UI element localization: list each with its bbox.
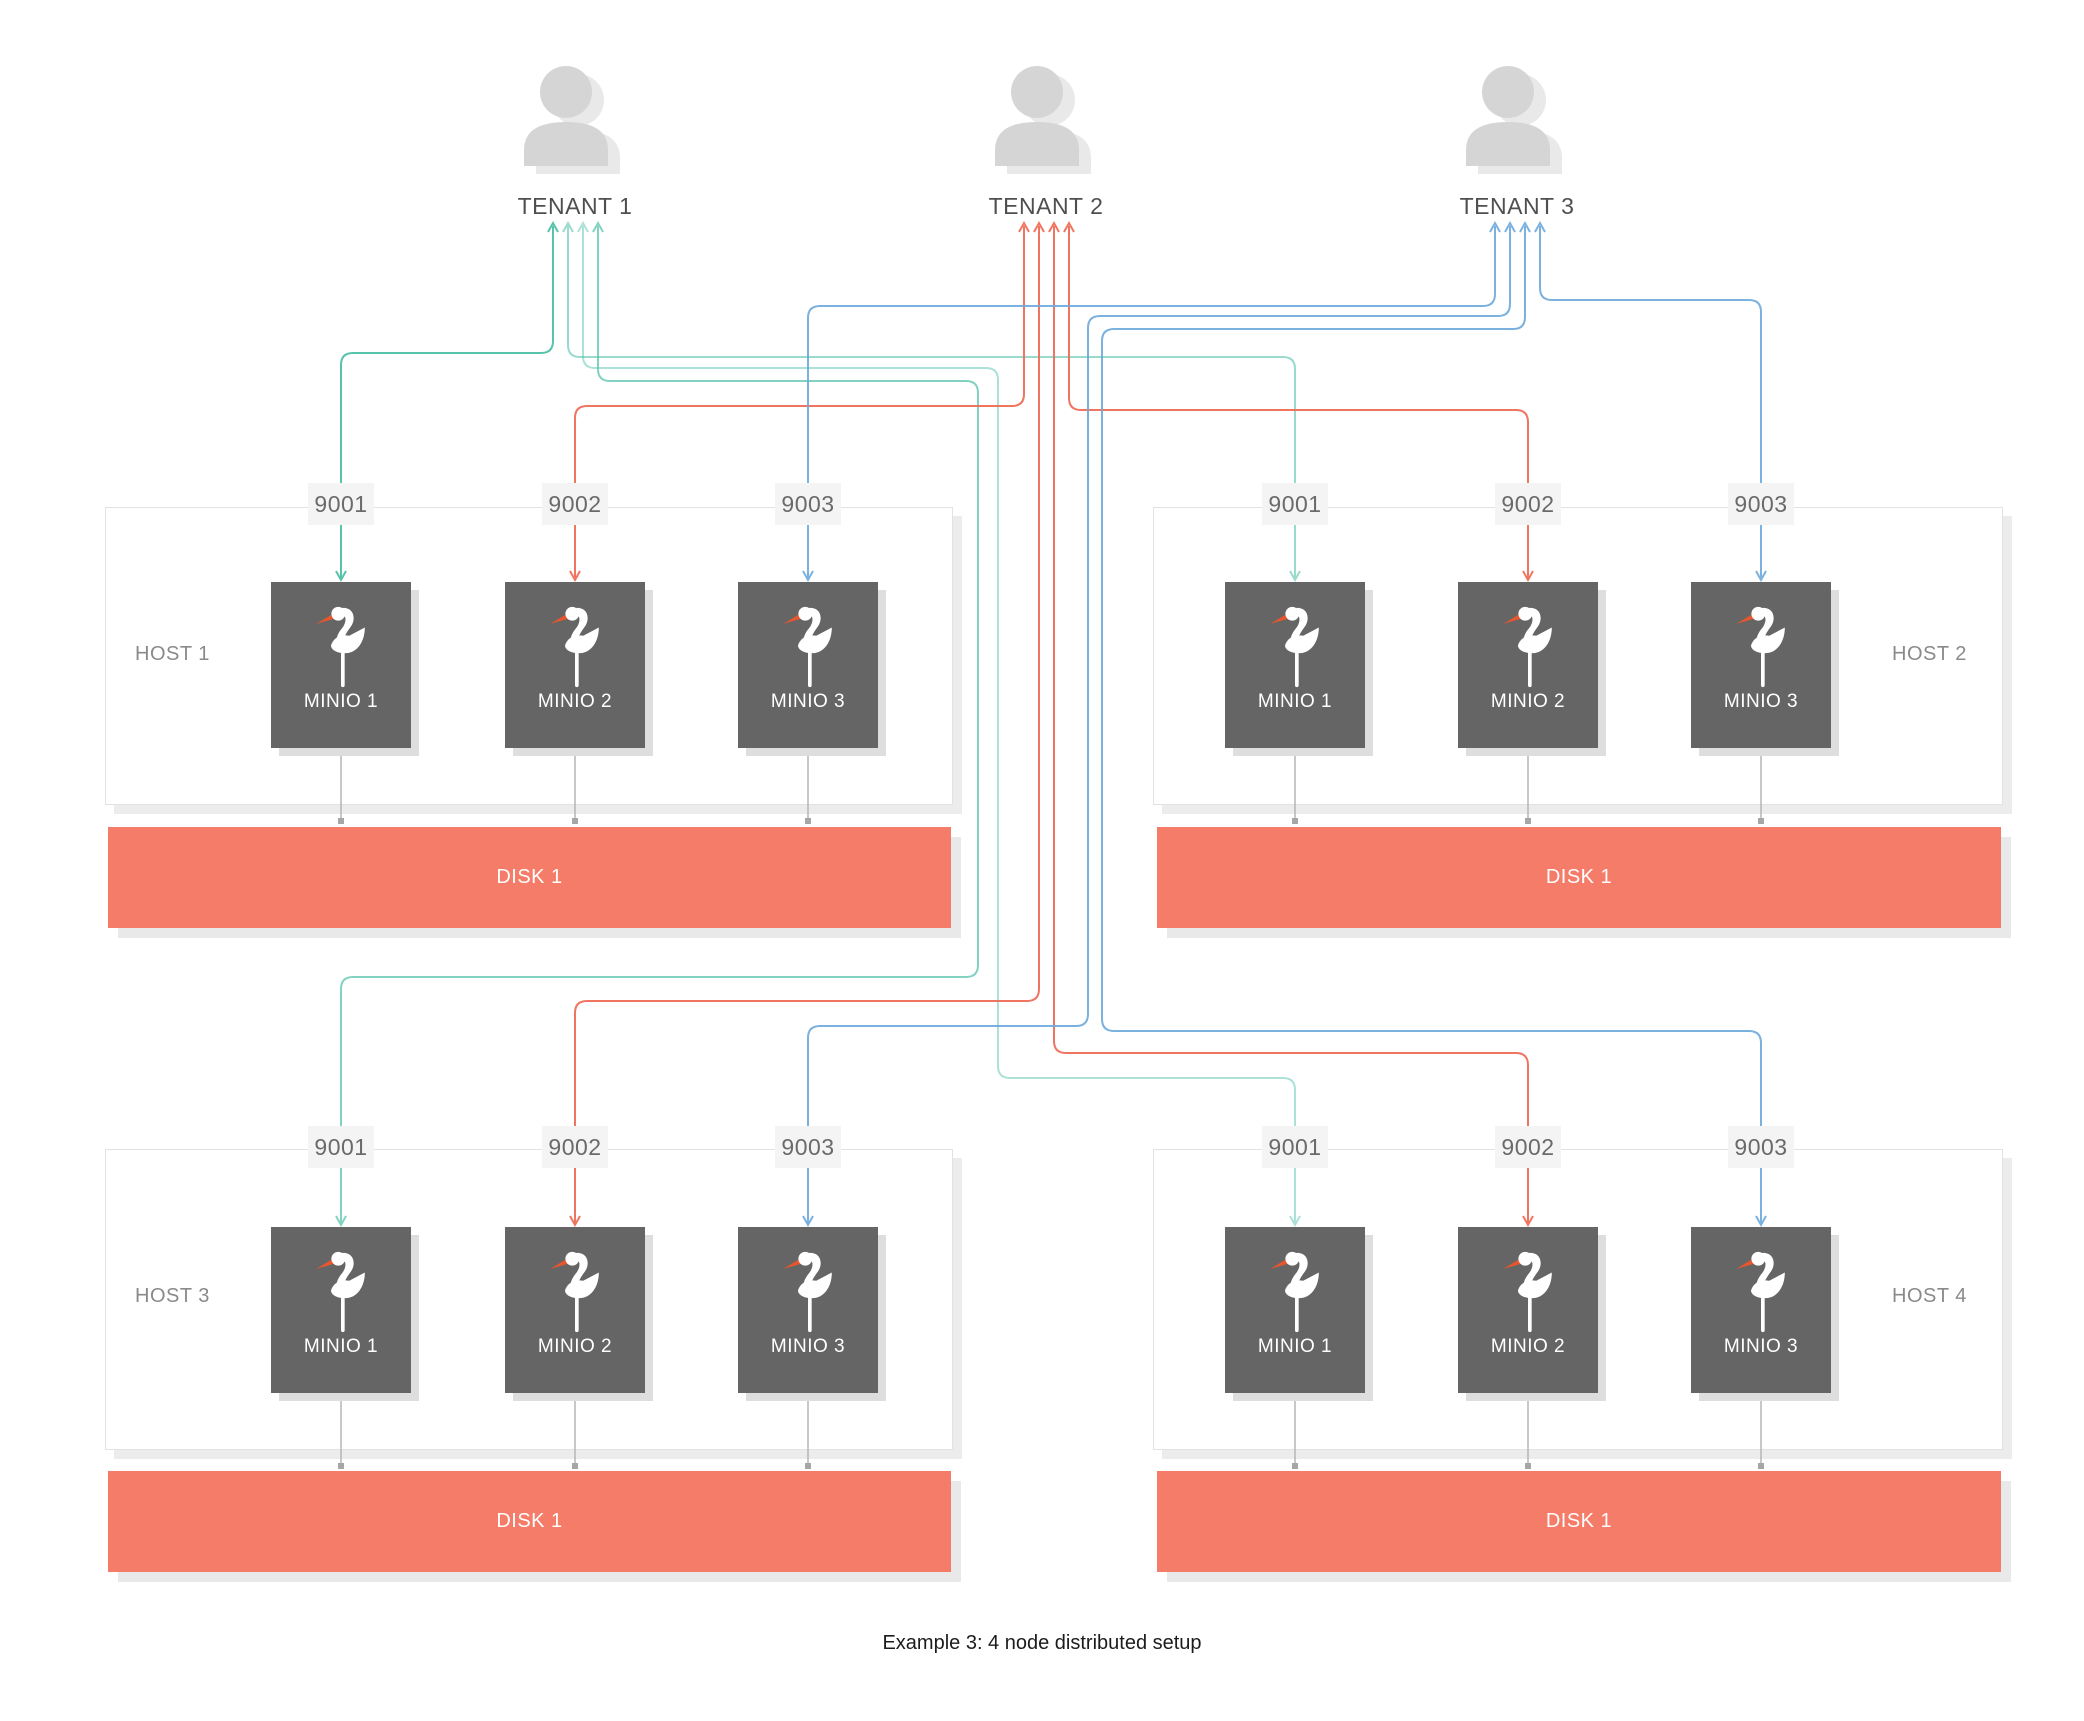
host1-port-9002: 9002 [542,483,608,525]
disk-label: DISK 1 [496,866,563,888]
minio-label: MINIO 2 [537,1336,613,1357]
minio-label: MINIO 1 [303,1336,379,1357]
host1-port-9003: 9003 [775,483,841,525]
host3-minio1-box: MINIO 1 [271,1227,411,1393]
host4-label: HOST 4 [1892,1285,1967,1307]
host1-minio1-box: MINIO 1 [271,582,411,748]
minio-disk-connectors [340,753,1762,1463]
line-tenant3-host1 [802,220,1501,583]
tenant1-label: TENANT 1 [517,193,633,219]
line-tenant2-host1 [569,220,1030,583]
tenant2-label: TENANT 2 [988,193,1104,219]
host2-minio2-box: MINIO 2 [1458,582,1598,748]
minio-bird-icon [1501,605,1554,688]
host1-minio2-box: MINIO 2 [505,582,645,748]
minio-bird-icon [1268,605,1321,688]
minio-bird-icon [548,1250,601,1333]
diagram-caption: Example 3: 4 node distributed setup [882,1632,1202,1654]
minio-bird-icon [1734,1250,1787,1333]
host4-minio2-box: MINIO 2 [1458,1227,1598,1393]
host2-port-9003: 9003 [1728,483,1794,525]
minio-bird-icon [1734,605,1787,688]
minio-label: MINIO 2 [537,691,613,712]
minio-label: MINIO 3 [770,691,846,712]
host4-port-9001: 9001 [1262,1126,1328,1168]
minio-bird-icon [314,605,367,688]
host4-disk-bar: DISK 1 [1157,1471,2001,1572]
host4-port-9003: 9003 [1728,1126,1794,1168]
host4-minio1-box: MINIO 1 [1225,1227,1365,1393]
line-tenant1-host1 [335,220,559,583]
host3-minio2-box: MINIO 2 [505,1227,645,1393]
host1-label: HOST 1 [135,643,210,665]
host3-disk-bar: DISK 1 [108,1471,951,1572]
host3-port-9002: 9002 [542,1126,608,1168]
minio-label: MINIO 1 [303,691,379,712]
host2-port-9002: 9002 [1495,483,1561,525]
disk-label: DISK 1 [1545,1510,1613,1532]
line-tenant3-host2 [1534,220,1767,583]
line-tenant2-host2 [1063,220,1534,583]
line-tenant2-host4 [1048,220,1534,1228]
disk-label: DISK 1 [496,1510,563,1532]
tenant1-lines [335,220,1301,1228]
tenant3-label: TENANT 3 [1459,193,1575,219]
minio-bird-icon [548,605,601,688]
minio-label: MINIO 3 [1723,1336,1799,1357]
minio-label: MINIO 1 [1257,691,1333,712]
host4-minio3-box: MINIO 3 [1691,1227,1831,1393]
host2-port-9001: 9001 [1262,483,1328,525]
host1-disk-bar: DISK 1 [108,827,951,928]
tenant2-lines [569,220,1534,1228]
minio-bird-icon [781,1250,834,1333]
host4-port-9002: 9002 [1495,1126,1561,1168]
host3-port-9003: 9003 [775,1126,841,1168]
minio-bird-icon [1268,1250,1321,1333]
minio-label: MINIO 3 [770,1336,846,1357]
line-tenant2-host3 [569,220,1045,1228]
line-tenant1-host2 [562,220,1301,583]
disk-label: DISK 1 [1545,866,1613,888]
minio-label: MINIO 3 [1723,691,1799,712]
connector-endpoint-markers [338,747,1764,1469]
minio-label: MINIO 2 [1490,1336,1566,1357]
host1-port-9001: 9001 [308,483,374,525]
tenant3-lines [802,220,1767,1228]
line-tenant3-host4 [1101,220,1767,1228]
minio-label: MINIO 1 [1257,1336,1333,1357]
host3-label: HOST 3 [135,1285,210,1307]
host3-minio3-box: MINIO 3 [738,1227,878,1393]
host3-port-9001: 9001 [308,1126,374,1168]
host2-minio1-box: MINIO 1 [1225,582,1365,748]
host2-label: HOST 2 [1892,643,1967,665]
host1-minio3-box: MINIO 3 [738,582,878,748]
line-tenant1-host3 [335,220,979,1228]
line-tenant3-host3 [802,220,1516,1228]
minio-bird-icon [314,1250,367,1333]
line-tenant1-host4 [577,220,1301,1228]
minio-bird-icon [1501,1250,1554,1333]
minio-bird-icon [781,605,834,688]
minio-label: MINIO 2 [1490,691,1566,712]
host2-minio3-box: MINIO 3 [1691,582,1831,748]
host2-disk-bar: DISK 1 [1157,827,2001,928]
